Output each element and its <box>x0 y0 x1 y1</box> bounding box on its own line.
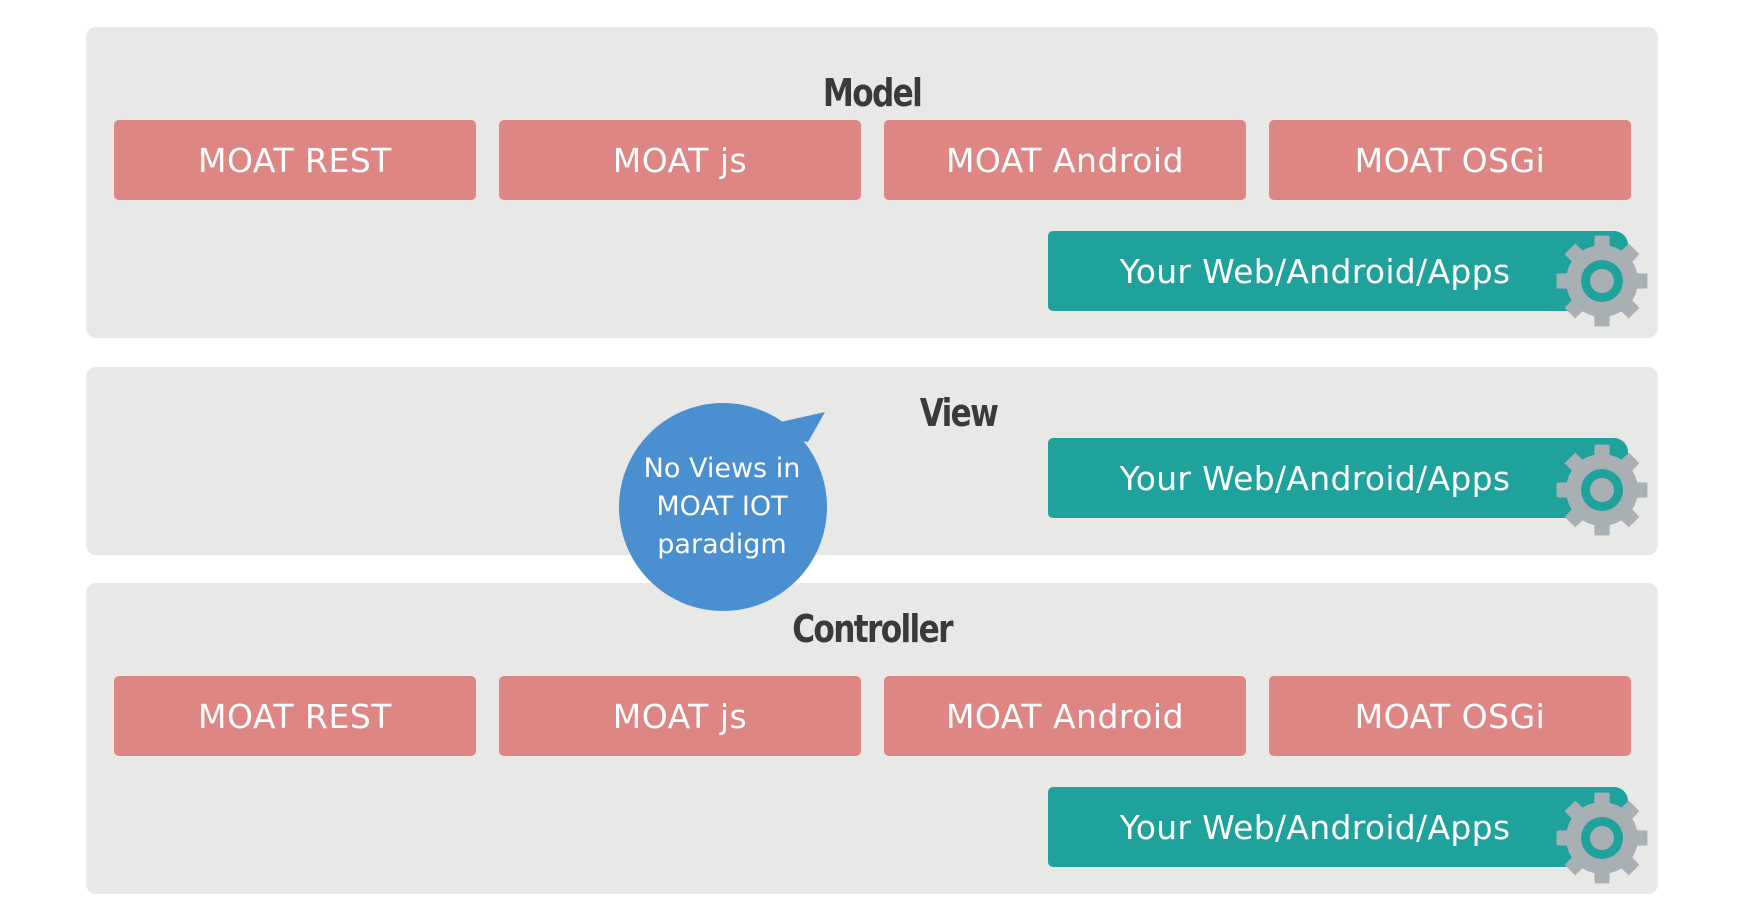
model-app-label: Your Web/Android/Apps <box>1119 251 1511 291</box>
controller-module-moat-rest: MOAT REST <box>114 676 476 756</box>
bubble-line-1: No Views in <box>643 453 801 484</box>
view-app-bar <box>1048 438 1628 518</box>
model-module-moat-android: MOAT Android <box>884 120 1246 200</box>
model-title: Model <box>822 71 923 115</box>
speech-bubble-icon <box>619 403 827 611</box>
controller-module-moat-android: MOAT Android <box>884 676 1246 756</box>
controller-module-moat-js: MOAT js <box>499 676 861 756</box>
bubble-text: No Views in MOAT IOT paradigm <box>622 450 822 564</box>
controller-app-label: Your Web/Android/Apps <box>1119 807 1511 847</box>
bubble-line-3: paradigm <box>657 529 787 560</box>
model-app-bar <box>1048 231 1628 311</box>
model-module-moat-rest: MOAT REST <box>114 120 476 200</box>
controller-app-bar <box>1048 787 1628 867</box>
model-module-moat-js: MOAT js <box>499 120 861 200</box>
gear-icon <box>1556 235 1648 327</box>
gear-icon <box>1556 792 1648 884</box>
gear-icon <box>1556 444 1648 536</box>
controller-title: Controller <box>792 607 953 651</box>
bubble-line-2: MOAT IOT <box>656 491 788 522</box>
view-app-label: Your Web/Android/Apps <box>1119 458 1511 498</box>
controller-module-moat-osgi: MOAT OSGi <box>1269 676 1631 756</box>
view-title: View <box>919 391 999 435</box>
model-module-moat-osgi: MOAT OSGi <box>1269 120 1631 200</box>
